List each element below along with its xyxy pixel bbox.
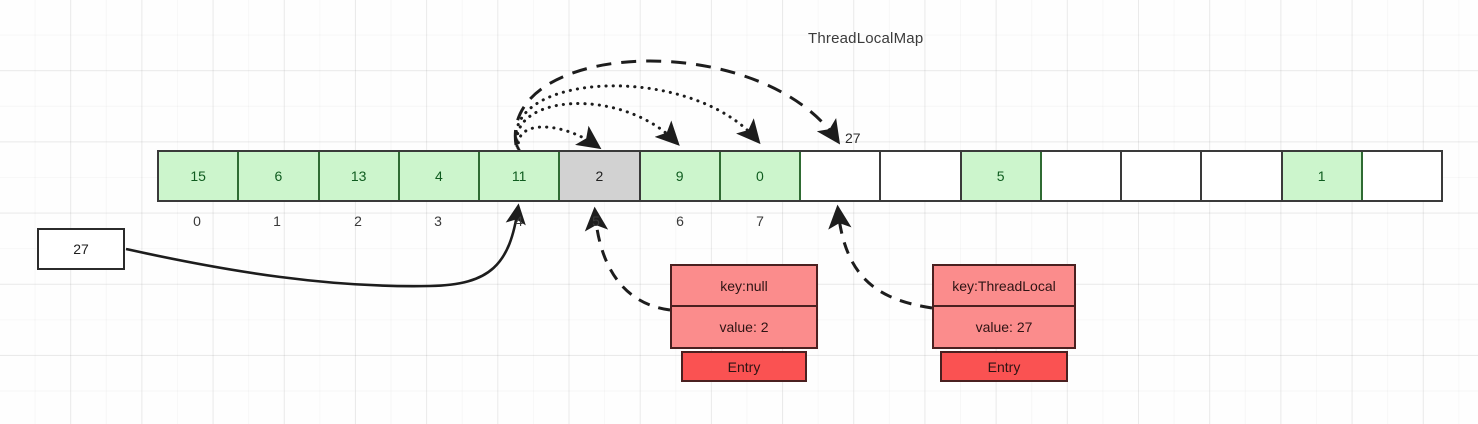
entry-key-row: key:null [670, 264, 818, 305]
connector-source-to-slot4 [125, 203, 526, 288]
table-cell-12[interactable] [1122, 152, 1203, 200]
probe-arc-6 [515, 102, 680, 150]
table-cell-6[interactable]: 9 [640, 152, 721, 200]
index-label-4: 4 [515, 213, 523, 229]
entry-key-row: key:ThreadLocal [932, 264, 1076, 305]
index-label-7: 7 [756, 213, 764, 229]
stale-entry-to-slot5 [584, 206, 671, 312]
index-label-0: 0 [193, 213, 201, 229]
threadlocalmap-table: 15 6 13 4 11 2 9 0 5 1 [157, 150, 1443, 202]
table-cell-2[interactable]: 13 [319, 152, 400, 200]
index-label-5: 5 [592, 213, 600, 229]
entry-type-tag: Entry [940, 351, 1068, 382]
index-label-6: 6 [676, 213, 684, 229]
table-cell-3[interactable]: 4 [399, 152, 480, 200]
entry-card-new: key:ThreadLocal value: 27 Entry [932, 264, 1076, 382]
table-cell-7[interactable]: 0 [720, 152, 801, 200]
insert-arc-8 [513, 59, 841, 146]
table-cell-10[interactable]: 5 [961, 152, 1042, 200]
diagram-title: ThreadLocalMap [808, 30, 924, 47]
table-cell-0[interactable]: 15 [159, 152, 240, 200]
probe-arc-7 [514, 84, 761, 148]
table-cell-14[interactable]: 1 [1282, 152, 1363, 200]
table-cell-13[interactable] [1202, 152, 1283, 200]
probe-arc-5 [516, 125, 602, 152]
table-cell-4[interactable]: 11 [480, 152, 561, 200]
index-label-2: 2 [354, 213, 362, 229]
new-entry-to-slot8 [828, 204, 933, 310]
table-cell-8[interactable] [801, 152, 882, 200]
source-value-box: 27 [37, 228, 125, 270]
table-cell-9[interactable] [881, 152, 962, 200]
index-label-1: 1 [273, 213, 281, 229]
entry-card-stale: key:null value: 2 Entry [670, 264, 818, 382]
table-cell-5[interactable]: 2 [560, 152, 641, 200]
entry-value-row: value: 2 [670, 305, 818, 349]
table-cell-1[interactable]: 6 [239, 152, 320, 200]
insert-slot-label: 27 [845, 130, 861, 146]
index-label-3: 3 [434, 213, 442, 229]
entry-type-tag: Entry [681, 351, 807, 382]
entry-value-row: value: 27 [932, 305, 1076, 349]
table-cell-11[interactable] [1041, 152, 1122, 200]
table-cell-15[interactable] [1362, 152, 1441, 200]
